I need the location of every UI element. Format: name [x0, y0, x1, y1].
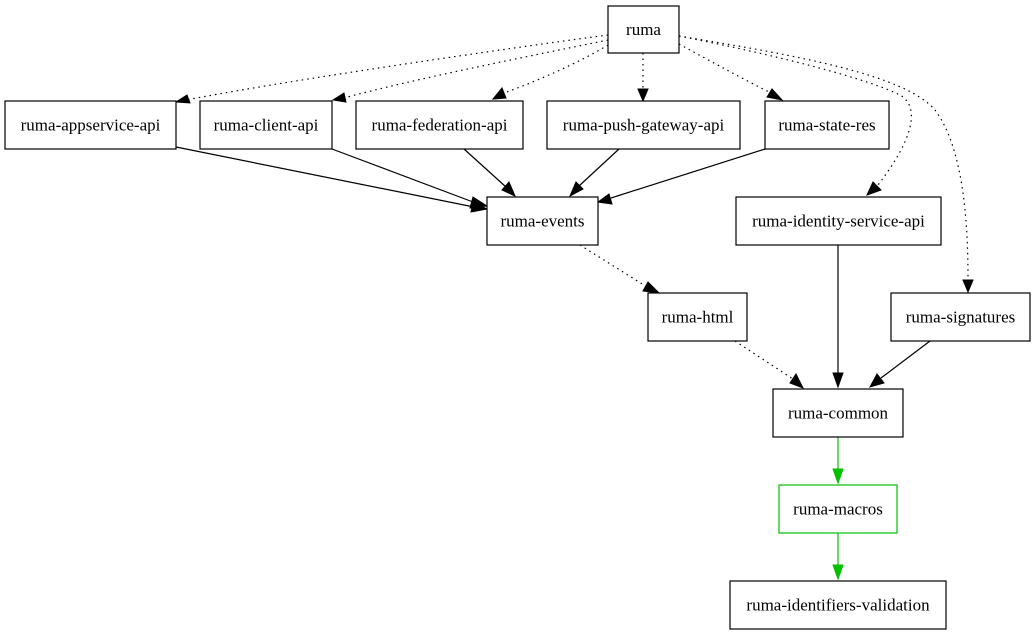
edge-line — [734, 340, 794, 380]
node-box — [546, 100, 741, 150]
node-identity: ruma-identity-service-api — [735, 196, 942, 246]
node-label: ruma-appservice-api — [21, 116, 161, 135]
edge-stateres-to-events — [596, 148, 766, 205]
node-common: ruma-common — [772, 388, 904, 438]
arrowhead-icon — [491, 87, 507, 100]
arrowhead-icon — [469, 196, 489, 209]
node-pushgw: ruma-push-gateway-api — [546, 100, 741, 150]
node-box — [729, 580, 947, 630]
arrowhead-icon — [962, 279, 974, 294]
edge-line — [185, 34, 609, 101]
node-macros: ruma-macros — [778, 484, 898, 534]
node-federation: ruma-federation-api — [355, 100, 524, 150]
edge-identity-to-common — [832, 245, 844, 389]
edge-signatures-to-common — [868, 340, 931, 388]
edge-line — [880, 340, 931, 379]
arrowhead-icon — [174, 94, 191, 104]
node-label: ruma-state-res — [778, 116, 875, 135]
arrowhead-icon — [642, 281, 661, 294]
node-box — [778, 484, 898, 534]
edge-pushgw-to-events — [568, 148, 620, 198]
node-box — [355, 100, 524, 150]
edge-ruma-to-federation — [491, 44, 609, 100]
node-validation: ruma-identifiers-validation — [729, 580, 947, 630]
edge-line — [579, 244, 648, 288]
edge-line — [578, 148, 620, 187]
node-label: ruma-identity-service-api — [752, 212, 925, 231]
node-ruma: ruma — [607, 5, 680, 54]
node-signatures: ruma-signatures — [890, 292, 1031, 342]
edge-client-to-events — [331, 148, 489, 209]
edge-line — [343, 39, 609, 99]
edge-common-to-macros — [832, 437, 844, 485]
node-label: ruma-html — [662, 308, 734, 327]
arrowhead-icon — [501, 181, 516, 197]
edge-line — [610, 148, 766, 199]
edge-line — [678, 35, 969, 281]
edge-ruma-to-identity — [678, 35, 912, 196]
arrowhead-icon — [766, 88, 784, 101]
node-box — [607, 5, 680, 54]
arrowhead-icon — [568, 181, 584, 198]
node-box — [4, 100, 177, 150]
node-label: ruma-signatures — [906, 308, 1016, 327]
edge-line — [463, 148, 507, 188]
edge-ruma-to-client — [331, 39, 609, 103]
edge-ruma-to-signatures — [678, 35, 974, 294]
node-label: ruma-common — [788, 404, 889, 423]
edge-line — [175, 146, 475, 208]
arrowhead-icon — [637, 88, 649, 103]
arrowhead-icon — [832, 468, 844, 485]
arrowhead-icon — [868, 373, 885, 388]
node-label: ruma — [626, 20, 661, 39]
node-label: ruma-macros — [793, 500, 883, 519]
edge-appservice-to-events — [175, 146, 489, 213]
node-label: ruma-client-api — [214, 116, 319, 135]
edge-line — [503, 44, 609, 94]
node-appservice: ruma-appservice-api — [4, 100, 177, 150]
node-box — [890, 292, 1031, 342]
nodes-layer: ruma ruma-appservice-api ruma-client-api ru… — [4, 5, 1031, 630]
node-label: ruma-identifiers-validation — [746, 596, 930, 615]
node-label: ruma-federation-api — [372, 116, 508, 135]
arrowhead-icon — [832, 564, 844, 581]
arrowhead-icon — [789, 373, 805, 389]
edge-federation-to-events — [463, 148, 516, 197]
node-box — [647, 292, 748, 342]
node-events: ruma-events — [486, 196, 599, 246]
node-label: ruma-events — [500, 212, 584, 231]
node-stateres: ruma-state-res — [764, 100, 890, 150]
arrowhead-icon — [832, 372, 844, 389]
node-client: ruma-client-api — [199, 100, 333, 150]
edge-events-to-html — [579, 244, 661, 294]
node-box — [199, 100, 333, 150]
arrowhead-icon — [596, 193, 613, 205]
node-html: ruma-html — [647, 292, 748, 342]
node-label: ruma-push-gateway-api — [563, 116, 725, 135]
edge-line — [678, 43, 772, 94]
arrowhead-icon — [331, 92, 347, 103]
edge-macros-to-validation — [832, 533, 844, 581]
edge-ruma-to-stateres — [678, 43, 784, 101]
edge-line — [331, 148, 474, 203]
arrowhead-icon — [866, 181, 882, 196]
node-box — [772, 388, 904, 438]
node-box — [486, 196, 599, 246]
node-box — [764, 100, 890, 150]
edge-ruma-to-pushgw — [637, 53, 649, 103]
edge-html-to-common — [734, 340, 805, 389]
edges-layer — [174, 34, 974, 581]
node-box — [735, 196, 942, 246]
edge-ruma-to-appservice — [174, 34, 609, 104]
